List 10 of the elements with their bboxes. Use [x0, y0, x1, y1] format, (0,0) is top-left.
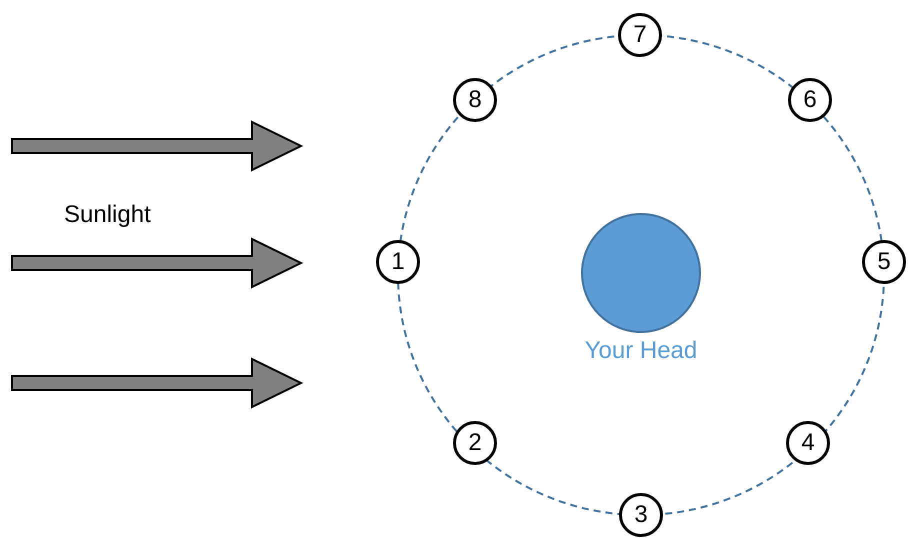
numbered-circle: 6	[788, 78, 832, 122]
numbered-circle: 3	[619, 493, 663, 537]
numbered-circle: 8	[453, 78, 497, 122]
head-label: Your Head	[584, 337, 698, 365]
sunlight-label: Sunlight	[64, 201, 151, 229]
numbered-circle: 2	[453, 421, 497, 465]
numbered-circle: 1	[376, 240, 420, 284]
numbered-circle: 4	[786, 421, 830, 465]
numbered-circle: 5	[862, 240, 906, 284]
numbered-circle: 7	[618, 13, 662, 57]
